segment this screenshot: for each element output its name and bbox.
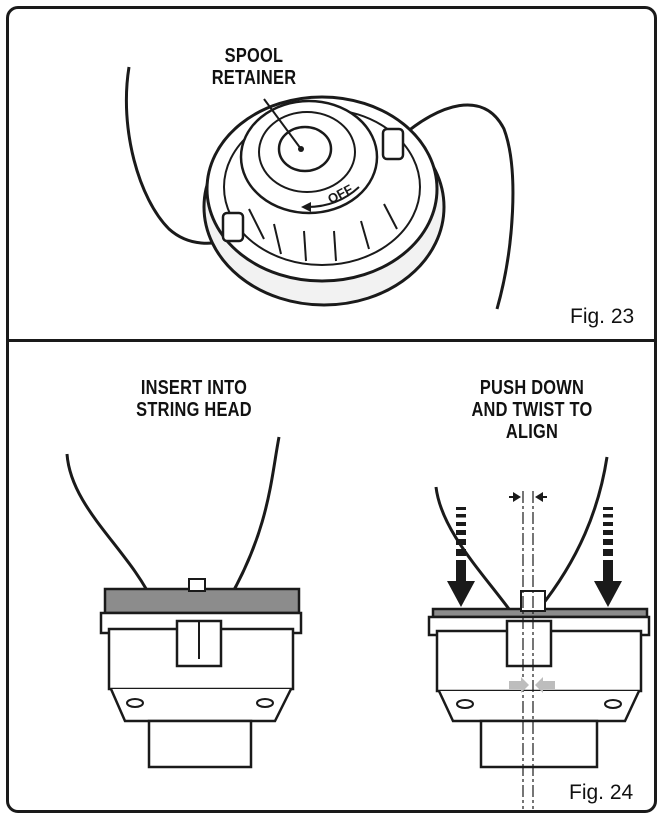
panel-divider [9,339,654,342]
fig24-caption: Fig. 24 [569,781,634,804]
left-trimmer-line [124,66,232,245]
left-string-head [65,436,303,769]
push-down-twist-label: PUSH DOWN AND TWIST TO ALIGN [471,377,593,443]
fig24-illustration [65,436,651,809]
left-eyelet [221,211,245,243]
insert-into-string-head-label: INSERT INTO STRING HEAD [136,377,252,421]
fig23-spool-illustration: OFF [124,66,515,310]
push-down-arrow-left [447,507,475,607]
push-down-arrow-right [594,507,622,607]
spool-retainer-label: SPOOL RETAINER [211,45,297,89]
right-string-head [427,456,651,769]
callout-leader [263,98,302,150]
fig23-caption: Fig. 23 [570,305,635,328]
align-arrow-bottom-left [509,677,529,693]
right-trimmer-line [400,103,515,310]
right-eyelet [381,127,405,161]
align-arrow-top-right [535,492,543,502]
off-rotation-arrow [306,186,360,208]
manual-figure-frame: OFF SPOOL RETAINER Fig. 23 [6,6,657,813]
align-arrow-bottom-right [535,677,555,693]
align-arrow-top-left [513,492,521,502]
